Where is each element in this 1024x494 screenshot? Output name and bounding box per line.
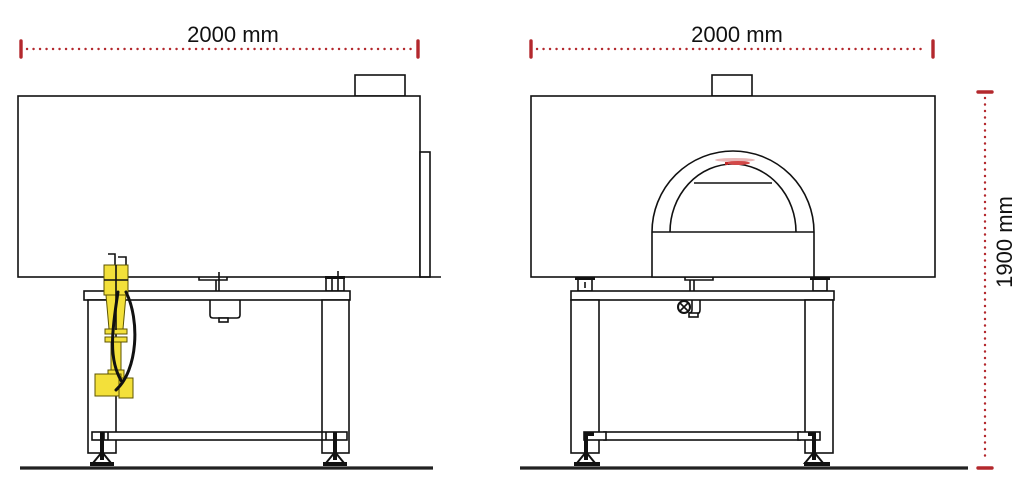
front-view: 2000 mm 1900 mm: [520, 22, 1017, 470]
adjustable-feet: [90, 432, 347, 466]
rear-panel: [419, 151, 431, 278]
height-label: 1900 mm: [992, 196, 1017, 288]
logo-mark: [715, 158, 755, 165]
front-width-label: 2000 mm: [691, 22, 783, 47]
side-width-dimension: 2000 mm: [19, 22, 420, 59]
chimney-stub: [354, 74, 406, 97]
side-width-label: 2000 mm: [187, 22, 279, 47]
oven-body: [17, 95, 421, 278]
oven-supports: [198, 271, 345, 292]
side-view: 2000 mm: [17, 22, 441, 470]
stand-frame-front: [570, 290, 835, 454]
front-width-dimension: 2000 mm: [529, 22, 935, 59]
oven-supports-front: [575, 277, 830, 292]
arched-oven-mouth: [651, 150, 815, 278]
height-dimension: 1900 mm: [976, 90, 1017, 470]
gas-knob-icon: [677, 300, 691, 314]
adjustable-feet-front: [574, 432, 830, 466]
gas-valve-assembly: [94, 253, 137, 399]
chimney-stub-front: [711, 74, 753, 97]
